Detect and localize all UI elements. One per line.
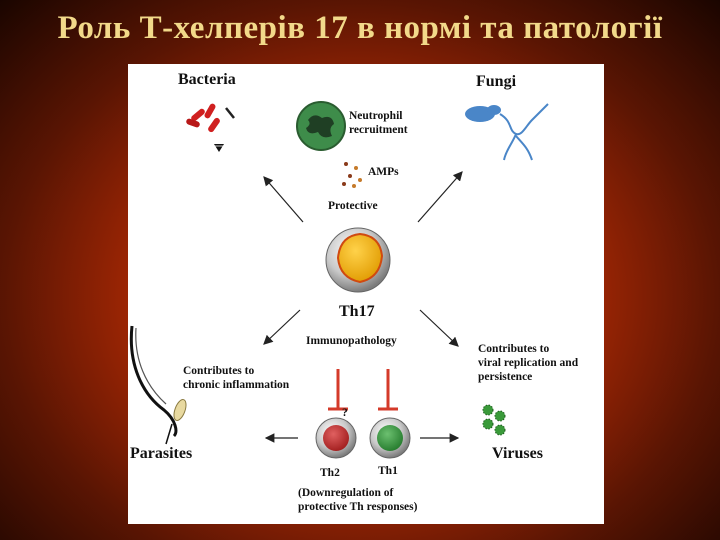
arrow-to-bacteria [263, 176, 304, 223]
viral-label-3: persistence [478, 371, 532, 383]
parasites-label: Parasites [130, 445, 192, 462]
arrow-to-chronic [263, 309, 301, 345]
amps-label: AMPs [368, 166, 399, 178]
th17-cell-icon [325, 227, 391, 293]
th1-cell-icon [369, 417, 411, 459]
bacteria-label: Bacteria [178, 71, 236, 88]
neutrophil-label-2: recruitment [349, 124, 408, 136]
neutrophil-label-1: Neutrophil [349, 110, 402, 122]
viruses-icon [482, 404, 506, 436]
neutrophil-cell-icon [296, 101, 346, 151]
th17-label: Th17 [339, 303, 375, 320]
th1-label: Th1 [378, 465, 398, 477]
amps-icon [342, 162, 362, 188]
question-mark: ? [342, 407, 348, 419]
immunopathology-label: Immunopathology [306, 335, 397, 347]
viruses-label: Viruses [492, 445, 543, 462]
protective-label: Protective [328, 200, 378, 212]
viral-label-2: viral replication and [478, 357, 579, 369]
arrow-to-viral [419, 309, 459, 347]
downregulation-label-1: (Downregulation of [298, 487, 393, 499]
chronic-label-1: Contributes to [183, 365, 254, 377]
downregulation-label-2: protective Th responses) [298, 501, 418, 513]
fungi-label: Fungi [476, 73, 517, 90]
viral-label-1: Contributes to [478, 343, 549, 355]
inhibit-bar-left [328, 369, 348, 411]
arrow-to-fungi [417, 171, 463, 223]
slide-title: Роль Т-хелперів 17 в нормі та патології [57, 10, 663, 46]
parasite-icon [129, 325, 187, 445]
inhibit-bar-right [378, 369, 398, 411]
th17-diagram: Bacteria Fungi Neutrophil recruitment [128, 64, 604, 524]
bacteria-icon [186, 103, 235, 152]
th2-label: Th2 [320, 467, 340, 479]
fungi-icon [465, 103, 549, 161]
th2-cell-icon [315, 417, 357, 459]
chronic-label-2: chronic inflammation [183, 379, 290, 391]
